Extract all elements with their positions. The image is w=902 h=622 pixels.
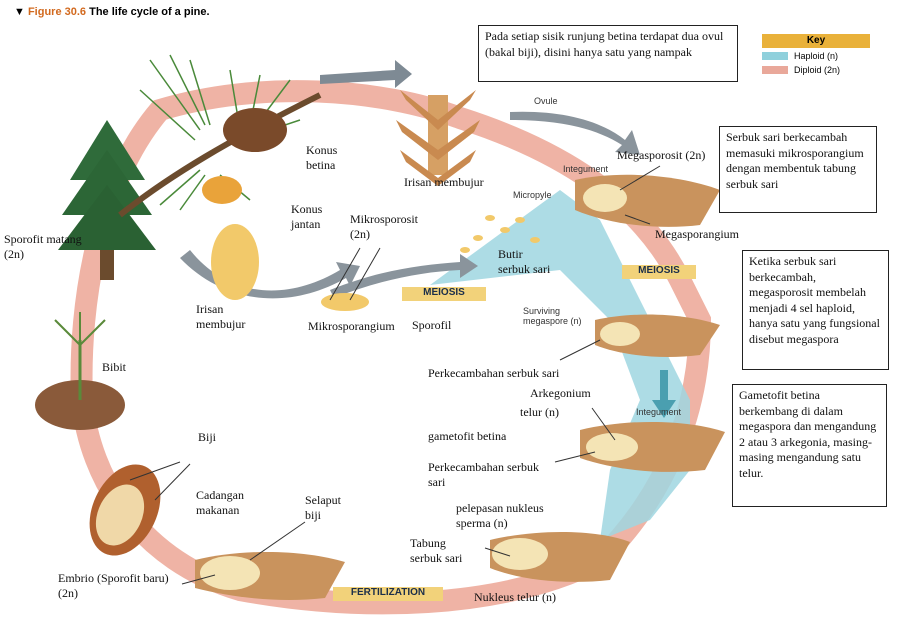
- fertilization-band: FERTILIZATION: [333, 587, 443, 601]
- butir-serbuk-sari-label: Butir serbuk sari: [498, 247, 551, 276]
- ovule-stage-2: [595, 314, 720, 357]
- meiosis-band-left: MEIOSIS: [402, 287, 486, 301]
- key-haploid-row: Haploid (n): [762, 50, 870, 62]
- cycle-arrow-meiosis: [330, 254, 478, 298]
- embryo-ovule: [195, 551, 345, 600]
- arkegonium-label: Arkegonium: [530, 386, 591, 400]
- biji-label: Biji: [198, 430, 217, 444]
- key-diploid-row: Diploid (2n): [762, 64, 870, 76]
- nukleus-telur-label: Nukleus telur (n): [474, 590, 556, 604]
- integument-en-label-2: Integument: [636, 407, 682, 417]
- female-cone-section: [396, 90, 480, 186]
- key-haploid-label: Haploid (n): [794, 51, 839, 61]
- tabung-label: Tabung serbuk sari: [410, 536, 463, 565]
- cycle-arrow-top: [320, 60, 412, 88]
- mikrosporangium-label: Mikrosporangium: [308, 319, 395, 333]
- seedling: [35, 312, 125, 430]
- sporofit-matang-label: Sporofit matang (2n): [4, 232, 82, 261]
- male-cone-cluster: [202, 176, 242, 204]
- bibit-label: Bibit: [102, 360, 127, 374]
- figure-number: Figure 30.6: [27, 6, 87, 18]
- ovule-stage-3: [580, 421, 725, 472]
- cycle-arrow-ovule: [510, 111, 640, 155]
- microsporangium: [321, 293, 369, 311]
- ovule-stage-1: [575, 174, 720, 227]
- pine-branch: [118, 92, 322, 218]
- integument-en-label: Integument: [563, 164, 609, 174]
- perkecambahan-2-label: Perkecambahan serbuk sari: [428, 460, 539, 489]
- ovul-note-box: Pada setiap sisik runjung betina terdapa…: [478, 25, 738, 82]
- surviving-megaspore-en-label: Surviving megaspore (n): [523, 306, 582, 326]
- female-cone: [223, 108, 287, 152]
- serbuk-note-box: Serbuk sari berkecambah memasuki mikrosp…: [719, 126, 877, 213]
- haploid-swatch: [762, 52, 788, 60]
- irisan-membujur-top-label: Irisan membujur: [404, 175, 484, 189]
- konus-jantan-label: Konus jantan: [291, 202, 323, 231]
- meiosis-band-right: MEIOSIS: [622, 265, 696, 279]
- konus-betina-label: Konus betina: [306, 143, 338, 172]
- micropyle-en-label: Micropyle: [513, 190, 552, 200]
- gametofit-betina-label: gametofit betina: [428, 429, 507, 443]
- meiosis-note-box: Ketika serbuk sari berkecambah, megaspor…: [742, 250, 889, 370]
- perkecambahan-1-label: Perkecambahan serbuk sari: [428, 366, 560, 380]
- megasporosit-label: Megasporosit (2n): [617, 148, 706, 162]
- gametofit-note-box: Gametofit betina berkembang di dalam meg…: [732, 384, 887, 507]
- embrio-label: Embrio (Sporofit baru) (2n): [58, 571, 169, 600]
- key-diploid-label: Diploid (2n): [794, 65, 841, 75]
- figure-title: ▼ Figure 30.6 The life cycle of a pine.: [14, 6, 210, 18]
- irisan-membujur-left-label: Irisan membujur: [196, 302, 246, 331]
- cadangan-makanan-label: Cadangan makanan: [196, 488, 244, 517]
- telur-label: telur (n): [520, 405, 559, 419]
- ovule-en-label: Ovule: [534, 96, 558, 106]
- megasporangium-label: Megasporangium: [655, 227, 739, 241]
- pelepasan-label: pelepasan nukleus sperma (n): [456, 501, 544, 530]
- mikrosporosit-label: Mikrosporosit (2n): [350, 212, 419, 241]
- male-cone-section: [211, 224, 259, 300]
- key-title: Key: [762, 34, 870, 48]
- figure-title-text: The life cycle of a pine.: [89, 6, 210, 18]
- legend-key: Key Haploid (n) Diploid (2n): [762, 34, 870, 80]
- ovule-stage-4: [490, 531, 630, 582]
- selaput-biji-label: Selaput biji: [305, 493, 341, 522]
- mature-tree: [58, 120, 156, 280]
- sporofil-label: Sporofil: [412, 318, 452, 332]
- diploid-swatch: [762, 66, 788, 74]
- cycle-arrow-down: [652, 370, 676, 418]
